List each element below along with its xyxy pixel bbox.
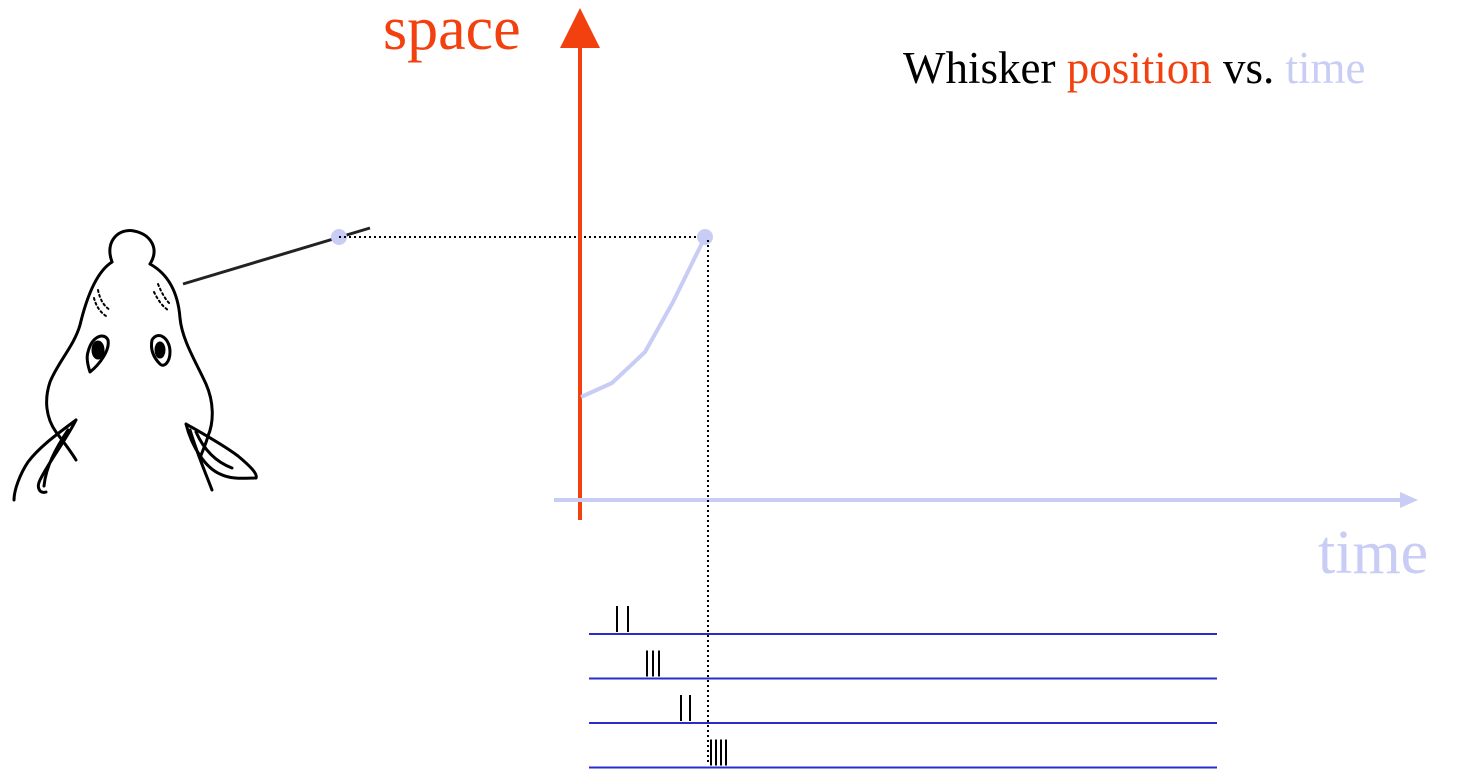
title-highlight-position: position [1066,43,1212,93]
rat-head-illustration [12,229,258,502]
space-axis-label: space [383,0,521,63]
time-axis-arrowhead [1400,492,1418,508]
title-suffix-time: time [1285,43,1366,93]
figure-title: Whisker position vs. time [903,42,1365,94]
rat-right-ear [184,422,258,492]
rat-left-eye [85,334,110,374]
whisker-pad-dots [93,283,171,317]
rat-head-outline [45,260,214,462]
curve-end-marker [697,229,713,245]
rat-left-ear [12,418,78,502]
title-prefix: Whisker [903,43,1056,93]
rat-nose [108,229,156,266]
rat-right-eye [150,334,172,367]
whisker-position-curve [580,236,707,399]
title-middle: vs. [1222,43,1275,93]
time-axis-label: time [1318,519,1429,587]
spike-raster [589,606,1217,769]
